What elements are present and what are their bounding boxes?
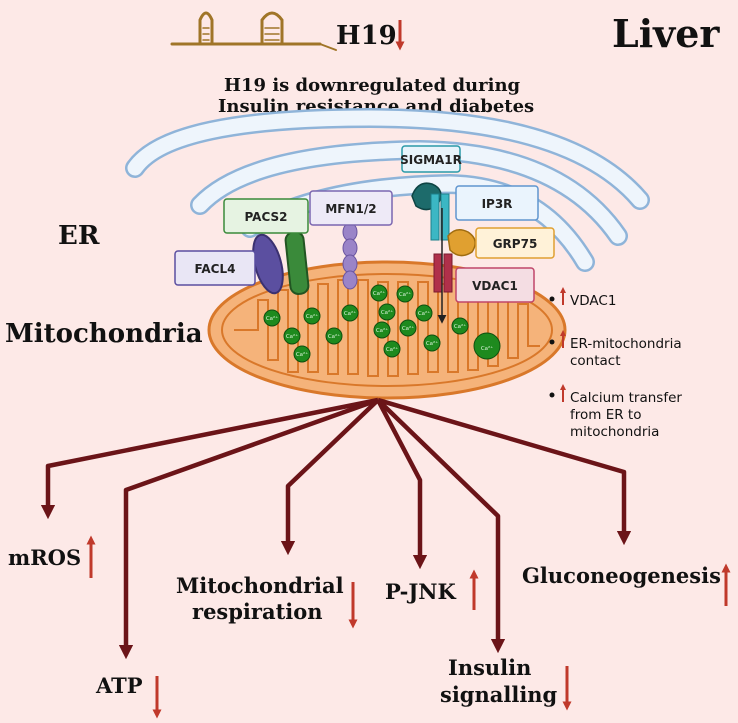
svg-text:Ca²⁺: Ca²⁺	[418, 310, 430, 317]
arrow-to-insulin	[376, 398, 506, 654]
svg-text:Ca²⁺: Ca²⁺	[376, 327, 388, 334]
outcome-insulin-line1: Insulin	[448, 655, 531, 680]
sigma1r-label: SIGMA1R	[400, 153, 462, 167]
svg-text:ER-mitochondria: ER-mitochondria	[570, 336, 682, 352]
svg-text:mitochondria: mitochondria	[570, 424, 659, 440]
calcium-ion: Ca²⁺	[370, 284, 388, 302]
svg-text:Ca²⁺: Ca²⁺	[402, 325, 414, 332]
svg-text:Ca²⁺: Ca²⁺	[454, 323, 466, 330]
arrow-to-respiration	[280, 398, 380, 556]
svg-text:VDAC1: VDAC1	[570, 293, 616, 309]
svg-text:Calcium transfer: Calcium transfer	[570, 390, 682, 406]
calcium-ion: Ca²⁺	[423, 334, 441, 352]
calcium-ion: Ca²⁺	[383, 340, 401, 358]
svg-text:Ca²⁺: Ca²⁺	[373, 290, 385, 297]
outcome-respiration-line2: respiration	[192, 599, 323, 624]
svg-text:Ca²⁺: Ca²⁺	[286, 333, 298, 340]
outcome-insulin-line2: signalling	[440, 682, 558, 707]
outcome-arrows	[40, 397, 632, 660]
calcium-ion: Ca²⁺	[378, 303, 396, 321]
effect-calcium-transfer: Calcium transfer from ER to mitochondria	[549, 384, 682, 440]
outcome-respiration-line1: Mitochondrial	[176, 573, 344, 598]
outcome-atp: ATP	[95, 673, 143, 698]
svg-text:Ca²⁺: Ca²⁺	[426, 340, 438, 347]
facl4-box: FACL4	[174, 250, 256, 286]
svg-text:Ca²⁺: Ca²⁺	[386, 346, 398, 353]
arrow-to-pjnk	[376, 398, 428, 570]
vdac1-box: VDAC1	[455, 267, 535, 303]
svg-text:Ca²⁺: Ca²⁺	[328, 333, 340, 340]
svg-text:Ca²⁺: Ca²⁺	[296, 351, 308, 358]
h19-label: H19	[336, 21, 397, 51]
svg-text:Ca²⁺: Ca²⁺	[381, 309, 393, 316]
effects-list: VDAC1 ER-mitochondria contact Calcium tr…	[549, 287, 682, 440]
calcium-ion: Ca²⁺	[283, 327, 301, 345]
effect-vdac1: VDAC1	[549, 287, 616, 309]
ip3r-box: IP3R	[455, 185, 539, 221]
svg-text:Ca²⁺: Ca²⁺	[266, 315, 278, 322]
er-label: ER	[58, 221, 100, 251]
vdac1-label: VDAC1	[472, 279, 518, 293]
mfn-protein	[342, 222, 358, 290]
calcium-ion: Ca²⁺	[399, 319, 417, 337]
calcium-ions: Ca²⁺ Ca²⁺ Ca²⁺ Ca²⁺ Ca²⁺ Ca²⁺ Ca²⁺ Ca²⁺ …	[263, 284, 501, 363]
calcium-ion: Ca²⁺	[451, 317, 469, 335]
arrow-to-atp	[118, 397, 379, 660]
grp75-box: GRP75	[475, 227, 555, 259]
svg-text:Ca²⁺: Ca²⁺	[306, 313, 318, 320]
grp75-label: GRP75	[493, 237, 538, 251]
svg-text:Ca²⁺: Ca²⁺	[344, 310, 356, 317]
pacs2-label: PACS2	[244, 210, 287, 224]
calcium-ion: Ca²⁺	[373, 321, 391, 339]
grp75-protein	[447, 229, 476, 257]
svg-text:Ca²⁺: Ca²⁺	[481, 345, 493, 352]
svg-text:Ca²⁺: Ca²⁺	[399, 291, 411, 298]
effect-contact: ER-mitochondria contact	[549, 330, 682, 369]
outcome-gluconeogenesis: Gluconeogenesis	[522, 563, 721, 588]
svg-text:contact: contact	[570, 353, 621, 369]
svg-text:from ER to: from ER to	[570, 407, 641, 423]
arrow-to-gluconeogenesis	[377, 397, 632, 546]
calcium-ion: Ca²⁺	[325, 327, 343, 345]
mfn-box: MFN1/2	[309, 190, 393, 226]
title-liver: Liver	[612, 11, 720, 56]
calcium-ion: Ca²⁺	[303, 307, 321, 325]
h19-rna-icon	[170, 11, 337, 51]
ip3r-channel	[430, 193, 450, 241]
calcium-ion: Ca²⁺	[263, 309, 281, 327]
calcium-ion: Ca²⁺	[341, 304, 359, 322]
ip3r-label: IP3R	[482, 197, 513, 211]
calcium-ion: Ca²⁺	[415, 304, 433, 322]
sigma1r-box: SIGMA1R	[400, 145, 462, 173]
pacs2-box: PACS2	[223, 198, 309, 234]
calcium-ion-large: Ca²⁺	[473, 332, 501, 360]
calcium-ion: Ca²⁺	[293, 345, 311, 363]
calcium-ion: Ca²⁺	[396, 285, 414, 303]
outcome-mros: mROS	[8, 545, 81, 570]
facl4-label: FACL4	[195, 262, 236, 276]
arrow-to-mros	[40, 397, 379, 520]
mitochondria-label: Mitochondria	[5, 319, 203, 349]
mfn-label: MFN1/2	[325, 202, 376, 216]
outcome-pjnk: P-JNK	[385, 579, 456, 604]
h19-note-line1: H19 is downregulated during	[224, 75, 521, 96]
